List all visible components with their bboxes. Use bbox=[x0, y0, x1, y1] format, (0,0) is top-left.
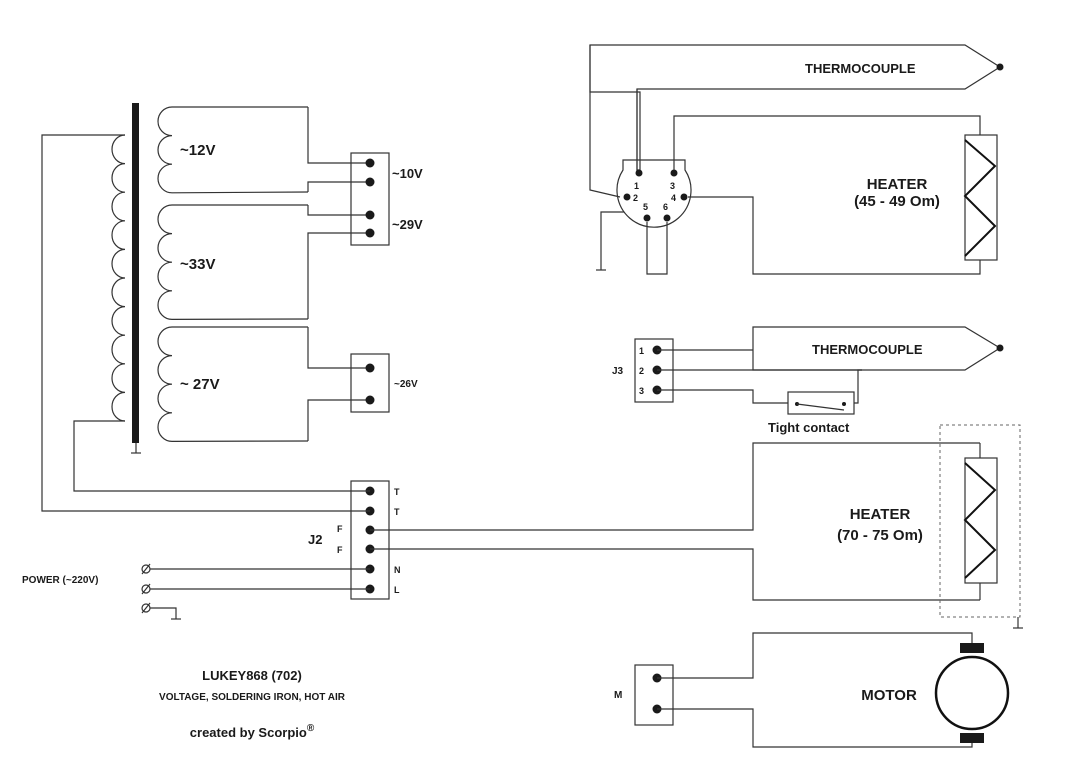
caption-subtitle: VOLTAGE, SOLDERING IRON, HOT AIR bbox=[159, 692, 346, 703]
caption-author: created by Scorpio® bbox=[190, 723, 315, 740]
j2-pin-5: N bbox=[394, 565, 401, 575]
reed-switch: Tight contact bbox=[657, 369, 862, 435]
label-power: POWER (~220V) bbox=[22, 575, 98, 586]
motor-label: MOTOR bbox=[861, 687, 917, 704]
secondary-wiring bbox=[307, 107, 370, 441]
connector-10v-29v: ~10V ~29V bbox=[350, 152, 423, 246]
caption: LUKEY868 (702) VOLTAGE, SOLDERING IRON, … bbox=[159, 668, 346, 740]
label-26v: ~26V bbox=[394, 379, 418, 390]
primary-wiring bbox=[41, 134, 370, 512]
iron-heater-value: (45 - 49 Om) bbox=[854, 193, 940, 210]
caption-title: LUKEY868 (702) bbox=[202, 668, 302, 683]
j2-pin-2: T bbox=[394, 507, 400, 517]
iron-heater: HEATER (45 - 49 Om) bbox=[673, 115, 998, 275]
label-j2: J2 bbox=[308, 532, 322, 547]
connector-m: M bbox=[614, 664, 674, 726]
transformer: ~12V ~33V ~ 27V bbox=[111, 103, 309, 454]
primary-winding bbox=[111, 134, 126, 422]
label-m: M bbox=[614, 690, 622, 701]
din-pin-5: 5 bbox=[643, 202, 648, 212]
hot-air-heater-wiring bbox=[370, 442, 980, 601]
din-pin-2: 2 bbox=[633, 193, 638, 203]
hot-air-thermocouple-label: THERMOCOUPLE bbox=[812, 342, 923, 357]
motor: MOTOR bbox=[657, 632, 1010, 748]
label-27v: ~ 27V bbox=[180, 376, 220, 393]
motor-icon bbox=[934, 655, 1010, 731]
power-input: POWER (~220V) bbox=[22, 563, 370, 620]
label-29v: ~29V bbox=[392, 217, 423, 232]
iron-thermocouple: THERMOCOUPLE bbox=[589, 44, 1004, 198]
iron-thermocouple-label: THERMOCOUPLE bbox=[805, 61, 916, 76]
j2-pin-1: T bbox=[394, 487, 400, 497]
din-pin-6: 6 bbox=[663, 202, 668, 212]
label-10v: ~10V bbox=[392, 166, 423, 181]
j2-pin-4: F bbox=[337, 545, 343, 555]
din-connector: 1 2 3 4 5 6 bbox=[596, 159, 692, 275]
j3-pin-2: 2 bbox=[639, 366, 644, 376]
hot-air-heater: HEATER (70 - 75 Om) bbox=[837, 424, 1023, 629]
din-pin-3: 3 bbox=[670, 181, 675, 191]
heater-shield bbox=[939, 424, 1021, 618]
j3-pin-1: 1 bbox=[639, 346, 644, 356]
j3-pin-3: 3 bbox=[639, 386, 644, 396]
secondary-winding-33v bbox=[157, 204, 309, 321]
transformer-core bbox=[132, 103, 139, 443]
iron-heater-title: HEATER bbox=[867, 176, 928, 193]
hot-air-heater-value: (70 - 75 Om) bbox=[837, 527, 923, 544]
hot-air-thermocouple: THERMOCOUPLE bbox=[657, 326, 1004, 371]
j2-pin-6: L bbox=[394, 585, 400, 595]
label-j3: J3 bbox=[612, 366, 624, 377]
connector-26v: ~26V bbox=[350, 353, 418, 413]
secondary-winding-27v bbox=[157, 326, 309, 443]
din-pin-4: 4 bbox=[671, 193, 676, 203]
reed-switch-label: Tight contact bbox=[768, 420, 850, 435]
label-12v: ~12V bbox=[180, 142, 215, 159]
connector-j2: T T F F N L J2 bbox=[308, 480, 401, 600]
label-33v: ~33V bbox=[180, 256, 215, 273]
secondary-winding-12v bbox=[157, 106, 309, 194]
j2-pin-3: F bbox=[337, 524, 343, 534]
din-pin-1: 1 bbox=[634, 181, 639, 191]
hot-air-heater-title: HEATER bbox=[850, 506, 911, 523]
